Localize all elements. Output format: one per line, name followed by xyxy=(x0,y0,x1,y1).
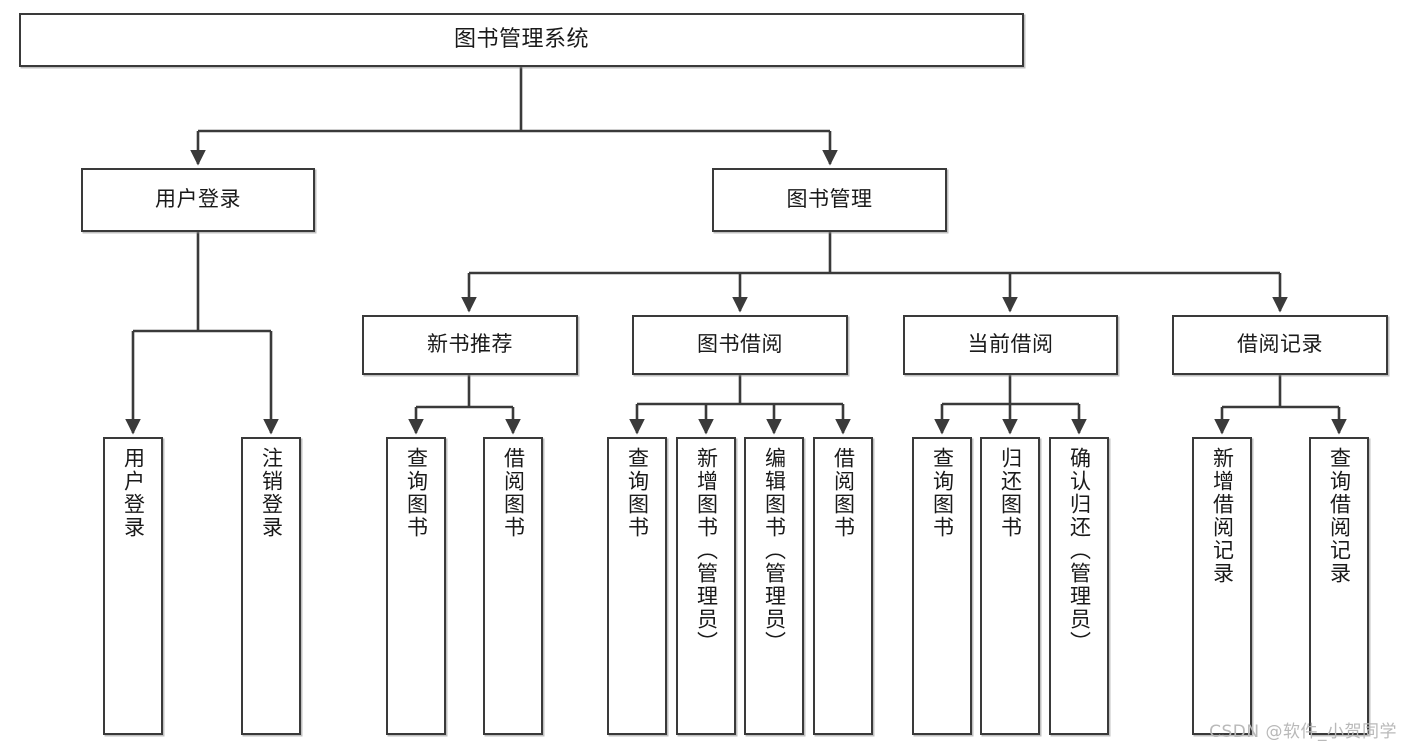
node-label: 新增借阅记录 xyxy=(1210,447,1235,585)
leaf-borrow-book-recommend[interactable]: 借阅图书 xyxy=(483,437,543,735)
node-label: 查询借阅记录 xyxy=(1327,447,1352,585)
leaf-query-book-current[interactable]: 查询图书 xyxy=(912,437,972,735)
node-label: 借阅图书 xyxy=(831,447,856,539)
leaf-user-logout[interactable]: 注销登录 xyxy=(241,437,301,735)
leaf-add-book[interactable]: 新增图书（管理员） xyxy=(676,437,736,735)
node-root-system[interactable]: 图书管理系统 xyxy=(19,13,1024,67)
node-label: 新书推荐 xyxy=(427,332,513,357)
csdn-watermark: CSDN @软件_小贺同学 xyxy=(1209,722,1397,742)
leaf-query-book-recommend[interactable]: 查询图书 xyxy=(386,437,446,735)
node-label: 借阅记录 xyxy=(1237,332,1323,357)
node-label: 编辑图书（管理员） xyxy=(762,447,787,654)
leaf-add-borrow-record[interactable]: 新增借阅记录 xyxy=(1192,437,1252,735)
node-label: 查询图书 xyxy=(625,447,650,539)
leaf-edit-book[interactable]: 编辑图书（管理员） xyxy=(744,437,804,735)
node-label: 查询图书 xyxy=(404,447,429,539)
leaf-query-borrow-record[interactable]: 查询借阅记录 xyxy=(1309,437,1369,735)
node-label: 用户登录 xyxy=(155,187,241,212)
node-label: 借阅图书 xyxy=(501,447,526,539)
node-book-borrow[interactable]: 图书借阅 xyxy=(632,315,848,375)
node-label: 注销登录 xyxy=(259,447,284,539)
node-label: 图书借阅 xyxy=(697,332,783,357)
leaf-query-book-borrow[interactable]: 查询图书 xyxy=(607,437,667,735)
node-borrow-record[interactable]: 借阅记录 xyxy=(1172,315,1388,375)
node-label: 新增图书（管理员） xyxy=(694,447,719,654)
node-label: 确认归还（管理员） xyxy=(1067,447,1092,654)
leaf-return-book[interactable]: 归还图书 xyxy=(980,437,1040,735)
node-user-login[interactable]: 用户登录 xyxy=(81,168,315,232)
node-current-borrow[interactable]: 当前借阅 xyxy=(903,315,1118,375)
node-label: 图书管理系统 xyxy=(453,26,589,52)
node-new-book-recommend[interactable]: 新书推荐 xyxy=(362,315,578,375)
node-label: 当前借阅 xyxy=(967,332,1054,357)
node-label: 查询图书 xyxy=(930,447,955,539)
node-label: 图书管理 xyxy=(786,187,873,212)
leaf-user-login[interactable]: 用户登录 xyxy=(103,437,163,735)
node-label: 用户登录 xyxy=(121,447,146,539)
leaf-borrow-book[interactable]: 借阅图书 xyxy=(813,437,873,735)
node-book-management[interactable]: 图书管理 xyxy=(712,168,947,232)
leaf-confirm-return[interactable]: 确认归还（管理员） xyxy=(1049,437,1109,735)
node-label: 归还图书 xyxy=(998,447,1023,539)
